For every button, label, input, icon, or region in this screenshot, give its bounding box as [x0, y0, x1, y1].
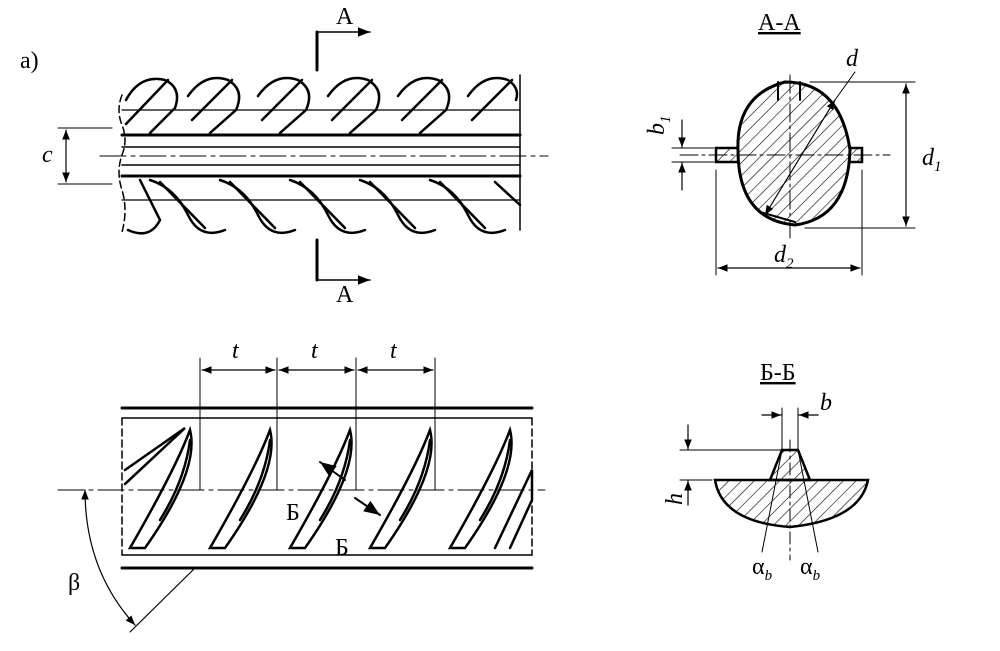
dim-label-d: d: [846, 46, 859, 72]
section-mark-a-top: A: [336, 4, 354, 30]
section-aa-title: A-A: [758, 10, 801, 36]
dim-label-t1: t: [232, 338, 240, 364]
rebar-top-view: [57, 357, 546, 633]
dim-label-t2: t: [311, 338, 319, 364]
section-mark-a-bottom: A: [336, 282, 354, 308]
panel-label-a: а): [20, 48, 39, 74]
dim-label-b: b: [820, 390, 832, 416]
section-bb-title: Б-Б: [760, 360, 796, 386]
dim-label-h: h: [662, 493, 688, 505]
section-aa: [671, 71, 916, 276]
angle-label-alpha-right: αb: [800, 554, 821, 584]
dim-label-d1: d1: [922, 145, 942, 175]
dim-label-t3: t: [390, 338, 398, 364]
angle-label-beta: β: [68, 570, 80, 596]
dim-label-b1: b1: [644, 116, 674, 136]
section-mark-b-upper: Б: [286, 500, 300, 526]
section-bb: [679, 407, 870, 561]
dim-label-d2: d2: [774, 242, 794, 272]
rebar-side-view: [57, 27, 549, 285]
dim-label-c: c: [42, 142, 53, 168]
section-mark-b-lower: Б: [335, 535, 349, 561]
angle-label-alpha-left: αb: [752, 554, 773, 584]
